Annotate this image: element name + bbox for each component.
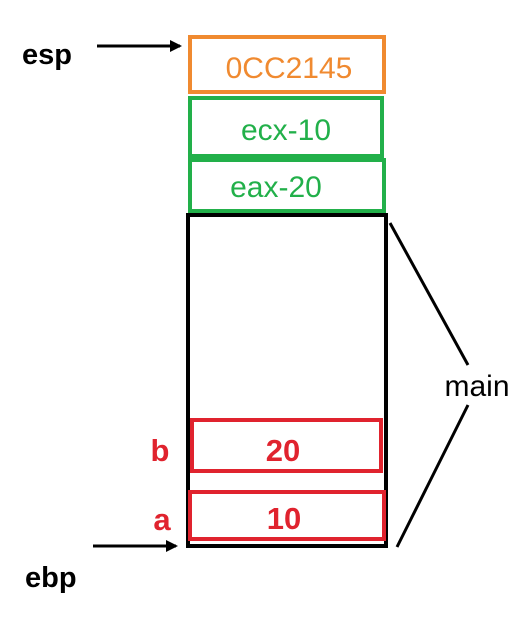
saved-eax-value: eax-20	[230, 171, 322, 204]
saved-ecx-value: ecx-10	[241, 114, 331, 147]
var-a-value: 10	[267, 501, 301, 536]
saved-ecx-box	[188, 96, 384, 158]
saved-eax-box	[188, 158, 386, 213]
var-a-box	[188, 490, 386, 541]
ebp-label: ebp	[25, 562, 77, 594]
main-bracket-lower	[395, 404, 470, 548]
esp-label: esp	[22, 39, 72, 71]
main-frame-box	[186, 213, 388, 548]
var-b-box	[190, 418, 383, 473]
var-b-value: 20	[266, 433, 300, 468]
main-bracket-upper	[388, 222, 470, 366]
main-frame-label: main	[444, 370, 509, 403]
var-b-name: b	[151, 433, 170, 468]
return-address-value: 0CC2145	[226, 52, 353, 85]
return-address-box	[188, 35, 386, 94]
var-a-name: a	[153, 502, 171, 537]
